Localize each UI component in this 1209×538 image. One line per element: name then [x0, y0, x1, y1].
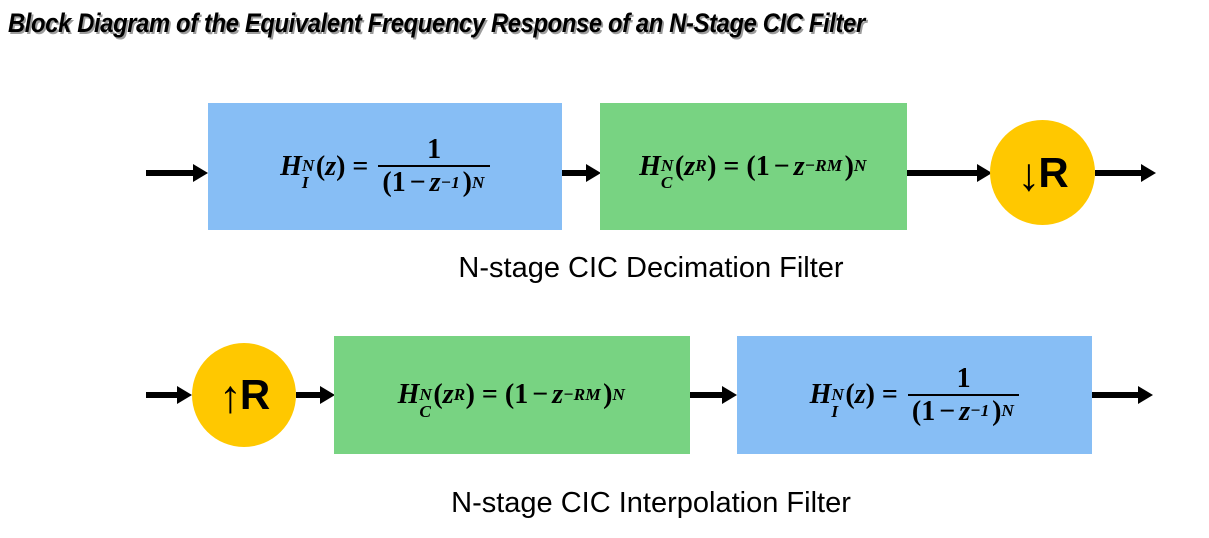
formula-equals: =: [723, 150, 740, 182]
formula-H-base: H: [280, 150, 302, 182]
formula-H-subscript: C: [660, 173, 673, 193]
upsampler-rate: R: [239, 371, 270, 418]
upsampler-label: ↑ R: [218, 370, 270, 422]
formula-comb-decimation: H N C ( z R ) = ( 1 − z −RM ) N: [639, 150, 868, 192]
formula-arg-close: ): [465, 379, 475, 410]
formula-arg-close: ): [707, 150, 717, 182]
formula-arg-open: (: [433, 379, 443, 410]
formula-H-base: H: [809, 379, 832, 410]
block-integrator-interpolation: H N I ( z ) = 1 ( 1 − z −1 ) N: [737, 336, 1092, 454]
formula-arg: z: [442, 379, 454, 410]
formula-denominator: ( 1 − z −1 ) N: [908, 396, 1020, 426]
den-minus: −: [939, 395, 956, 427]
formula-arg: z: [325, 150, 337, 182]
den-one: 1: [391, 167, 406, 198]
downsampler-label: ↓ R: [1017, 147, 1068, 200]
den-superscript: N: [1001, 401, 1014, 421]
formula-arg-superscript: R: [453, 384, 466, 404]
formula-arg: z: [854, 379, 866, 410]
rhs-var: z: [793, 150, 805, 182]
formula-numerator: 1: [427, 134, 442, 165]
block-comb-interpolation: H N C ( z R ) = ( 1 − z −RM ) N: [334, 336, 690, 454]
rhs-open: (: [746, 150, 756, 182]
formula-arg-close: ): [865, 379, 875, 410]
rhs-var-superscript: −RM: [563, 384, 601, 404]
node-downsampler: ↓ R: [990, 120, 1095, 225]
den-open: (: [911, 395, 922, 427]
den-one: 1: [921, 395, 936, 427]
formula-equals: =: [481, 379, 498, 410]
rhs-close: ): [844, 150, 854, 182]
node-upsampler: ↑ R: [192, 343, 296, 447]
formula-denominator: ( 1 − z −1 ) N: [378, 167, 490, 197]
den-open: (: [382, 167, 392, 198]
formula-H-base: H: [639, 150, 661, 182]
formula-arg-open: (: [845, 379, 855, 410]
formula-H-superscript: N: [660, 156, 674, 176]
den-minus: −: [409, 167, 426, 198]
den-close: ): [992, 395, 1002, 427]
caption-decimation: N-stage CIC Decimation Filter: [458, 252, 844, 284]
rhs-superscript: N: [853, 156, 867, 176]
den-var: z: [429, 167, 441, 198]
rhs-var-superscript: −RM: [804, 156, 843, 176]
rhs-var: z: [552, 379, 564, 410]
rhs-superscript: N: [612, 384, 625, 404]
formula-H-superscript: N: [419, 384, 432, 404]
formula-fraction: 1 ( 1 − z −1 ) N: [907, 362, 1020, 426]
formula-integrator-decimation: H N I ( z ) = 1 ( 1 − z −1 ) N: [280, 136, 490, 197]
den-var: z: [959, 395, 971, 427]
formula-H-superscript: N: [301, 156, 315, 176]
rhs-minus: −: [773, 150, 790, 182]
formula-arg: z: [684, 150, 696, 182]
formula-numerator: 1: [956, 362, 971, 394]
rhs-one: 1: [514, 379, 529, 410]
formula-H-superscript: N: [831, 384, 844, 404]
den-close: ): [462, 167, 472, 198]
block-integrator-decimation: H N I ( z ) = 1 ( 1 − z −1 ) N: [208, 103, 562, 230]
rhs-close: ): [603, 379, 613, 410]
formula-equals: =: [352, 150, 369, 182]
formula-H-subscript: C: [419, 401, 431, 421]
downsampler-rate: R: [1038, 148, 1068, 196]
page-title: Block Diagram of the Equivalent Frequenc…: [8, 8, 865, 38]
rhs-minus: −: [532, 379, 549, 410]
block-comb-decimation: H N C ( z R ) = ( 1 − z −RM ) N: [600, 103, 907, 230]
formula-arg-superscript: R: [695, 156, 707, 176]
formula-arg-open: (: [315, 150, 326, 182]
formula-fraction: 1 ( 1 − z −1 ) N: [378, 136, 490, 197]
fraction-bar: [378, 165, 490, 167]
rhs-open: (: [504, 379, 515, 410]
down-arrow-icon: ↓: [1017, 147, 1040, 200]
formula-arg-open: (: [674, 150, 685, 182]
formula-H-subscript: I: [301, 173, 309, 193]
formula-equals: =: [881, 379, 898, 410]
caption-interpolation: N-stage CIC Interpolation Filter: [451, 487, 851, 519]
formula-arg-close: ): [336, 150, 346, 182]
den-var-superscript: −1: [970, 401, 990, 421]
rhs-one: 1: [755, 150, 770, 182]
formula-H-subscript: I: [831, 401, 839, 421]
den-var-superscript: −1: [440, 172, 460, 192]
up-arrow-icon: ↑: [218, 370, 242, 422]
fraction-bar: [907, 393, 1020, 396]
den-superscript: N: [471, 172, 485, 192]
formula-H-base: H: [397, 379, 420, 410]
formula-comb-interpolation: H N C ( z R ) = ( 1 − z −RM ) N: [397, 379, 627, 421]
formula-integrator-interpolation: H N I ( z ) = 1 ( 1 − z −1 ) N: [809, 362, 1020, 426]
